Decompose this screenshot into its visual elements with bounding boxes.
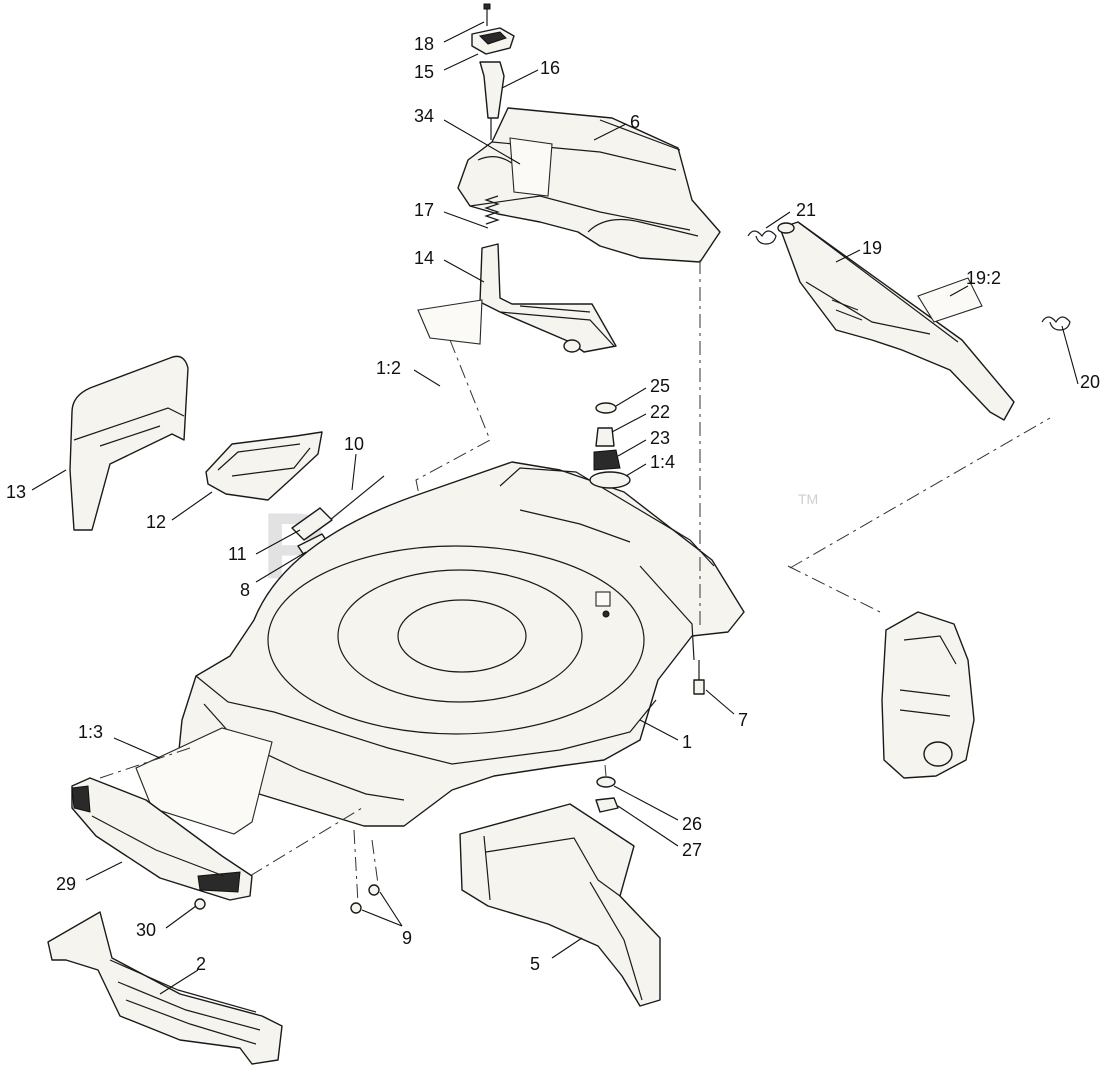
callout-20: 20 bbox=[1080, 372, 1100, 392]
part-handle-bracket bbox=[777, 221, 1015, 421]
part-bushing-22 bbox=[595, 427, 615, 447]
part-torsion-spring-right bbox=[1041, 316, 1071, 331]
callout-8: 8 bbox=[240, 580, 250, 600]
callout-6: 6 bbox=[630, 112, 640, 132]
callout-18: 18 bbox=[414, 34, 434, 54]
callout-14: 14 bbox=[414, 248, 434, 268]
part-disc-1-4 bbox=[589, 471, 631, 489]
part-decal-1-2 bbox=[417, 299, 483, 345]
part-front-bumper bbox=[71, 777, 253, 901]
part-side-cover bbox=[69, 355, 189, 531]
part-spring-small bbox=[484, 195, 500, 225]
callout-labels: 18 15 16 34 6 17 14 21 19 19:2 20 1:2 25… bbox=[6, 34, 1100, 974]
callout-7: 7 bbox=[738, 710, 748, 730]
part-front-axle-bracket bbox=[47, 911, 283, 1065]
part-mower-deck bbox=[177, 461, 745, 827]
part-screw-9b bbox=[368, 884, 380, 896]
part-nut-27 bbox=[595, 797, 619, 813]
callout-34: 34 bbox=[414, 106, 434, 126]
part-discharge-plate bbox=[205, 431, 323, 501]
part-rod bbox=[329, 475, 385, 521]
callout-22: 22 bbox=[650, 402, 670, 422]
leader-lines bbox=[31, 21, 1079, 995]
part-height-adjuster bbox=[881, 611, 975, 779]
callout-12: 12 bbox=[146, 512, 166, 532]
callout-2: 2 bbox=[196, 954, 206, 974]
part-screw-9a bbox=[350, 902, 362, 914]
callout-1-4: 1:4 bbox=[650, 452, 675, 472]
part-torsion-spring-left bbox=[747, 230, 777, 245]
part-washer-25 bbox=[595, 402, 617, 414]
callout-25: 25 bbox=[650, 376, 670, 396]
part-screw-top bbox=[483, 3, 491, 26]
watermark-trademark: TM bbox=[798, 491, 818, 507]
callout-19-2: 19:2 bbox=[966, 268, 1001, 288]
callout-27: 27 bbox=[682, 840, 702, 860]
part-washer-26 bbox=[596, 776, 616, 788]
callout-1: 1 bbox=[682, 732, 692, 752]
callout-11: 11 bbox=[228, 544, 247, 564]
callout-21: 21 bbox=[796, 200, 816, 220]
callout-30: 30 bbox=[136, 920, 156, 940]
callout-9: 9 bbox=[402, 928, 412, 948]
part-latch-shaft bbox=[479, 61, 505, 140]
part-discharge-chute bbox=[459, 803, 661, 1007]
callout-16: 16 bbox=[540, 58, 560, 78]
part-bolt-7 bbox=[693, 660, 705, 695]
part-rear-flap bbox=[479, 243, 617, 353]
callout-15: 15 bbox=[414, 62, 434, 82]
callout-19: 19 bbox=[862, 238, 882, 258]
part-gear-23 bbox=[593, 449, 621, 471]
part-rear-cover bbox=[457, 107, 721, 263]
callout-10: 10 bbox=[344, 434, 364, 454]
part-screw-30 bbox=[194, 898, 206, 910]
part-decal-19-2 bbox=[917, 277, 983, 323]
callout-13: 13 bbox=[6, 482, 26, 502]
callout-23: 23 bbox=[650, 428, 670, 448]
part-hinge bbox=[291, 507, 333, 541]
callout-1-3: 1:3 bbox=[78, 722, 103, 742]
callout-26: 26 bbox=[682, 814, 702, 834]
part-cover-insert bbox=[509, 137, 553, 197]
callout-29: 29 bbox=[56, 874, 76, 894]
callout-17: 17 bbox=[414, 200, 434, 220]
callout-1-2: 1:2 bbox=[376, 358, 401, 378]
callout-5: 5 bbox=[530, 954, 540, 974]
